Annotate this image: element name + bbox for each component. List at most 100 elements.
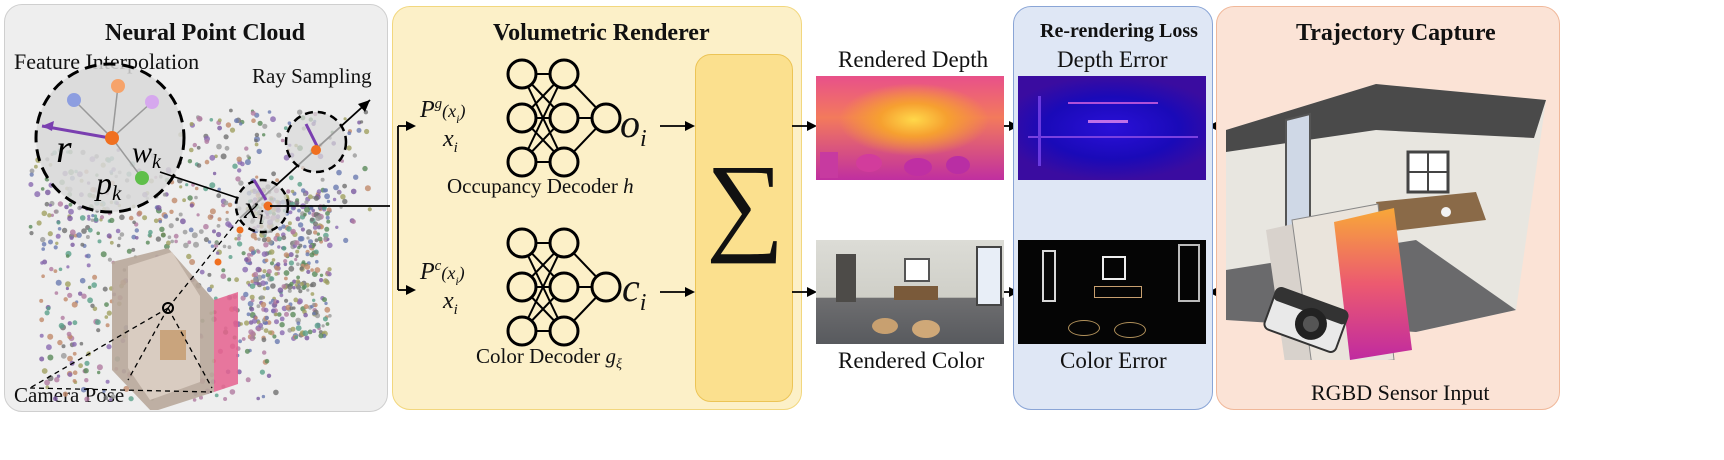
point-cloud-point (239, 122, 243, 126)
point-cloud-point (182, 229, 188, 235)
point-cloud-point (180, 218, 186, 225)
point-cloud-point (251, 118, 256, 123)
pg-input-label: Pg(xi) (420, 96, 466, 126)
point-cloud-point (286, 189, 291, 194)
point-cloud-point (289, 306, 294, 311)
point-cloud-point (297, 109, 303, 115)
point-cloud-point (258, 323, 264, 328)
point-cloud-point (325, 215, 330, 220)
point-cloud-point (28, 224, 33, 229)
point-cloud-point (104, 315, 109, 319)
point-cloud-point (250, 232, 257, 239)
point-cloud-point (318, 333, 324, 339)
point-cloud-point (312, 311, 316, 316)
point-cloud-point (244, 159, 251, 166)
point-cloud-point (223, 134, 229, 140)
point-cloud-point (256, 396, 261, 401)
point-cloud-point (214, 393, 219, 398)
point-cloud-point (40, 261, 44, 265)
point-cloud-point (269, 261, 275, 266)
point-cloud-point (87, 217, 91, 221)
point-cloud-point (296, 275, 300, 280)
point-cloud-point (142, 215, 148, 221)
color-output-label: ci (622, 265, 647, 316)
point-cloud-point (207, 272, 212, 277)
point-cloud-point (223, 200, 229, 206)
point-cloud-point (295, 325, 302, 331)
point-cloud-point (362, 165, 368, 172)
point-cloud-point (54, 209, 59, 214)
point-cloud-point (162, 192, 167, 197)
point-cloud-point (304, 335, 310, 341)
point-cloud-point (196, 163, 202, 168)
summation-box (695, 54, 793, 402)
network-neuron (548, 58, 580, 90)
point-cloud-point (364, 128, 370, 135)
point-cloud-point (292, 206, 296, 210)
point-cloud-point (303, 212, 307, 217)
point-cloud-point (169, 209, 174, 214)
point-cloud-point (155, 236, 162, 242)
point-cloud-point (299, 281, 304, 287)
point-cloud-point (209, 154, 216, 161)
point-cloud-point (328, 314, 332, 318)
point-cloud-point (256, 274, 263, 281)
point-cloud-point (263, 328, 269, 333)
point-cloud-point (67, 292, 73, 298)
point-cloud-point (267, 110, 272, 114)
point-cloud-point (283, 270, 290, 276)
point-cloud-point (41, 368, 48, 374)
symbol-wk: wk (132, 136, 162, 173)
point-cloud-point (350, 188, 357, 195)
point-cloud-point (186, 253, 192, 260)
point-cloud-point (80, 242, 85, 247)
point-cloud-point (110, 394, 116, 399)
point-cloud-point (91, 214, 95, 218)
point-cloud-point (316, 189, 322, 194)
point-cloud-point (54, 291, 59, 295)
point-cloud-point (58, 322, 65, 329)
point-cloud-point (277, 245, 281, 249)
point-cloud-point (319, 273, 324, 277)
point-cloud-point (167, 235, 172, 239)
point-cloud-point (276, 132, 282, 138)
rgbd-sensor-input-label: RGBD Sensor Input (1311, 380, 1490, 405)
point-cloud-point (199, 395, 203, 400)
point-cloud-point (57, 339, 63, 346)
point-cloud-point (46, 306, 51, 311)
point-cloud-point (198, 229, 204, 235)
point-cloud-point (283, 126, 288, 130)
point-cloud-point (237, 168, 242, 173)
point-cloud-point (252, 277, 258, 282)
point-cloud-point (249, 283, 256, 290)
point-cloud-point (66, 331, 72, 337)
point-cloud-point (254, 132, 260, 138)
point-cloud-point (286, 226, 292, 232)
point-cloud-point (310, 268, 314, 272)
point-cloud-point (259, 295, 265, 300)
point-cloud-point (308, 239, 313, 245)
point-cloud-point (60, 315, 65, 320)
point-cloud-point (336, 169, 342, 176)
point-cloud-point (275, 178, 279, 183)
point-cloud-point (196, 145, 201, 150)
point-cloud-point (229, 108, 233, 113)
point-cloud-point (320, 177, 325, 182)
point-cloud-point (308, 194, 313, 200)
point-cloud-point (81, 293, 87, 299)
point-cloud-point (340, 194, 346, 200)
point-cloud-point (332, 197, 337, 202)
point-cloud-point (295, 254, 299, 258)
point-cloud-point (50, 213, 54, 217)
point-cloud-point (326, 219, 331, 224)
point-cloud-point (296, 262, 300, 267)
point-cloud-point (335, 225, 339, 229)
point-cloud-point (225, 122, 232, 128)
point-cloud-illustration: r wk pk xi (28, 62, 390, 410)
point-cloud-point (57, 227, 62, 231)
point-cloud-point (41, 242, 47, 247)
point-cloud-point (36, 220, 42, 226)
point-cloud-point (97, 239, 102, 244)
point-cloud-point (280, 138, 285, 143)
color-decoder-label: Color Decoder gξ (476, 344, 622, 373)
